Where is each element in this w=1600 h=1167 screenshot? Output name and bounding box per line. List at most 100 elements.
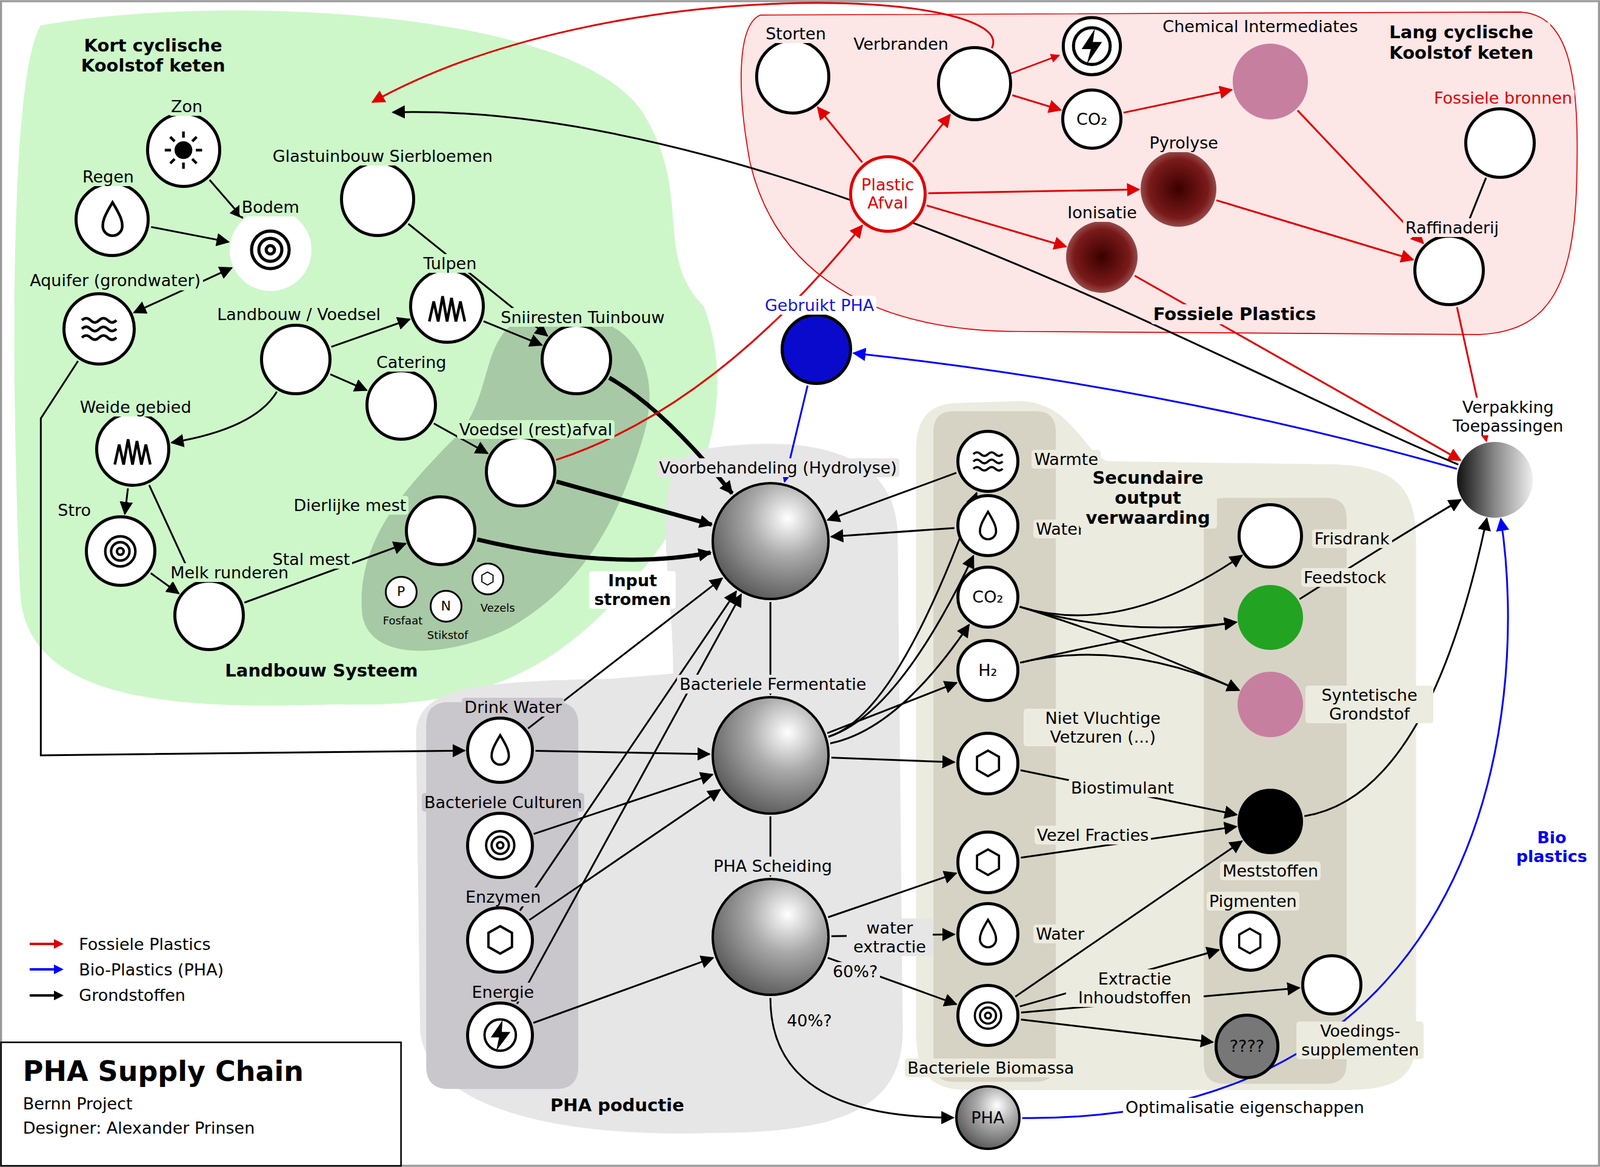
region-band: Lang cyclische Koolstof ketenFossiele Pl… [729, 4, 1587, 342]
node-icon [969, 843, 1007, 880]
flow-node: Enzymen [466, 906, 534, 974]
flow-node: Voorbehandeling (Hydrolyse) [711, 481, 830, 600]
legend-swatch [28, 936, 65, 951]
flow-node: PHA Scheiding [711, 877, 830, 996]
label-text: Regen [80, 167, 137, 187]
flow-node: Storten [755, 38, 831, 115]
legend-arrowhead [53, 964, 64, 974]
label-text: Energie [469, 982, 537, 1002]
node-icon [244, 223, 297, 276]
node-icon [1232, 923, 1268, 959]
flow-node: Vezel Fracties [956, 830, 1020, 894]
node-inner: N [431, 591, 461, 621]
flow-node: Pigmenten [1219, 910, 1281, 972]
note-text: Bernn Project [20, 1093, 136, 1113]
node-inner: Plastic Afval [852, 158, 924, 230]
label-text: Ionisatie [1064, 203, 1139, 222]
edge-label: water extractie [846, 918, 934, 956]
label-text: Aquifer (grondwater) [27, 270, 204, 290]
flow-node: Sniiresten Tuinbouw [540, 323, 613, 396]
node-inner: PHA [957, 1087, 1019, 1148]
flow-node: Warmte [956, 429, 1020, 493]
flow-node: Melk runderen [173, 579, 245, 651]
flow-node: Bacteriele Culturen [466, 811, 534, 879]
edge-label: Stal mest [270, 549, 353, 569]
node-inner: CO₂ [1064, 91, 1120, 147]
label-text: Bacteriele Fermentatie [676, 674, 869, 694]
flow-node: Bacteriele Fermentatie [711, 695, 830, 814]
region-title: Fossiele Plastics [1150, 304, 1319, 325]
node-label: ???? [1229, 1036, 1265, 1056]
node-label: Plastic Afval [853, 175, 922, 212]
label-text: Syntetische Grondstof [1305, 685, 1433, 724]
label-text: Dierlijke mest [290, 495, 409, 515]
flow-node: Niet Vluchtige Vetzuren (...) [956, 731, 1020, 795]
flow-node: Regen [74, 181, 151, 258]
note-text: 60%? [830, 961, 880, 981]
flow-node: Verpakking Toepassingen [1456, 441, 1533, 518]
node-inner: CO₂ [959, 568, 1017, 626]
node-icon [969, 744, 1007, 782]
node-icon [480, 825, 520, 865]
flow-node: Energie [466, 1001, 534, 1069]
flow-node: Water [956, 493, 1020, 557]
label-text: Bodem [239, 197, 302, 217]
flow-node: CO₂ [956, 565, 1020, 629]
label-text: Vezel Fracties [1034, 825, 1152, 845]
flow-node: Meststoffen [1237, 788, 1304, 854]
label-text: Pigmenten [1206, 891, 1300, 911]
node-icon [969, 915, 1007, 952]
region-title: Lang cyclische Koolstof keten [1372, 22, 1551, 64]
label-text: Verbranden [850, 34, 951, 54]
node-icon [480, 920, 520, 960]
label-text: Bacteriele Culturen [421, 792, 585, 812]
legend-line [29, 967, 56, 971]
label-text: Storten [763, 24, 829, 44]
flow-node: Aquifer (grondwater) [62, 292, 136, 366]
flow-node: Water [956, 901, 1020, 965]
flow-node: CO₂ [1061, 88, 1123, 150]
node-inner: H₂ [959, 641, 1017, 699]
label-text: Chemical Intermediates [1160, 16, 1360, 36]
flow-node: Vezels [471, 562, 505, 596]
label-text: Zon [168, 96, 205, 116]
flow-node: Raffinaderij [1413, 234, 1485, 307]
flow-node: Catering [365, 369, 437, 441]
flow-node: Fossiele bronnen [1464, 107, 1536, 179]
node-inner: P [386, 577, 416, 607]
label-text: Landbouw / Voedsel [214, 304, 384, 324]
label-text: Voedings-supplementen [1296, 1021, 1424, 1059]
region-title: Secundaire output verwaarding [1079, 467, 1217, 529]
node-icon [480, 730, 520, 770]
flow-node: Landbouw / Voedsel [260, 323, 332, 396]
label-text: Vezels [478, 601, 518, 615]
node-icon [110, 426, 155, 471]
label-text: Stikstof [424, 629, 471, 642]
edge-label: Optimalisatie eigenschappen [1123, 1097, 1367, 1117]
node-icon [77, 307, 121, 351]
flow-node: Ionisatie [1066, 221, 1138, 293]
flow-node: Chemical Intermediates [1232, 43, 1309, 120]
flow-node: Gebruikt PHA [780, 313, 853, 385]
node-icon [424, 283, 470, 328]
node-inner: ???? [1217, 1016, 1277, 1076]
node-label: CO₂ [972, 587, 1004, 607]
label-text: PHA Scheiding [710, 856, 835, 876]
node-label: CO₂ [1076, 110, 1108, 129]
flow-node: Glastuinbouw Sierbloemen [340, 161, 416, 237]
flow-node: H₂ [956, 638, 1020, 702]
label-text: Water [1033, 519, 1087, 539]
flow-node: Plastic Afval [849, 155, 927, 233]
node-label: H₂ [978, 661, 997, 680]
label-text: Voorbehandeling (Hydrolyse) [656, 458, 900, 477]
label-text: Water [1033, 924, 1087, 944]
title-box [1, 1041, 402, 1166]
label-text: Glastuinbouw Sierbloemen [270, 146, 496, 166]
label-text: Pyrolyse [1147, 133, 1221, 153]
label-text: Fosfaat [380, 614, 426, 628]
note-text: 40%? [784, 1010, 834, 1030]
node-icon [161, 127, 206, 173]
flow-node: Dierlijke mest [404, 495, 477, 567]
region-title: Kort cyclische Koolstof keten [64, 35, 243, 77]
flow-node: Drink Water [466, 716, 534, 784]
